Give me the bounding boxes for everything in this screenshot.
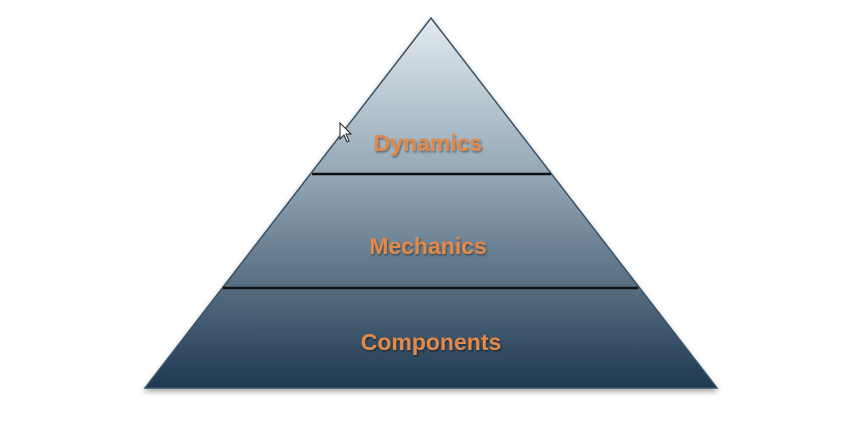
pyramid-shape (143, 16, 719, 389)
layer-label-mechanics: Mechanics (369, 233, 487, 259)
layer-label-components: Components (361, 329, 502, 355)
layer-label-dynamics: Dynamics (374, 130, 483, 156)
mouse-pointer-icon (339, 121, 353, 143)
